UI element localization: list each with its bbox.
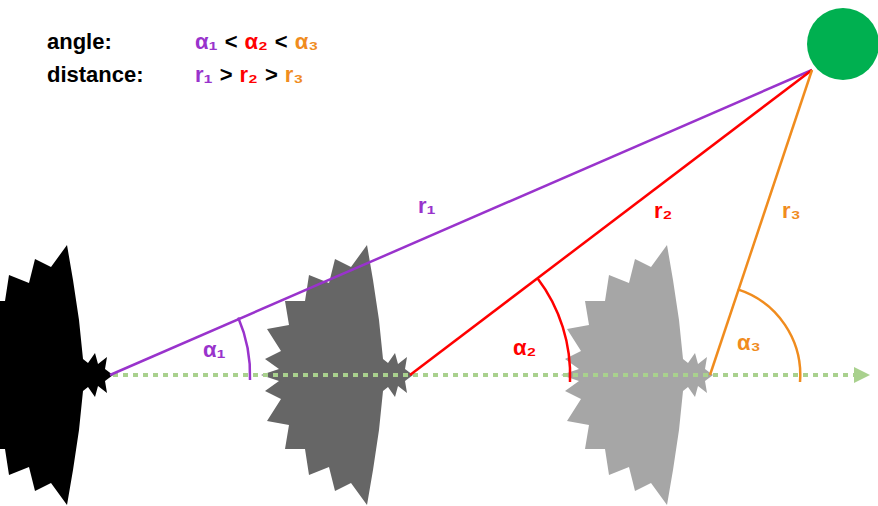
distance-symbol: r₂ [240, 62, 258, 88]
angle-arc [738, 289, 800, 382]
target-object [807, 8, 878, 80]
angle-label: α₃ [737, 330, 761, 356]
comparison-sign: < [225, 29, 238, 55]
distance-symbol: r₁ [195, 62, 213, 88]
distance-label: r₂ [654, 198, 672, 224]
distance-line [110, 70, 812, 375]
legend-term: angle: [47, 29, 112, 55]
angle-label: α₁ [203, 337, 226, 363]
angle-symbol: α₃ [295, 29, 319, 55]
comparison-sign: > [265, 62, 278, 88]
distance-line [710, 70, 812, 375]
distance-symbol: r₃ [285, 62, 304, 88]
angle-arc [238, 318, 250, 380]
comparison-sign: > [220, 62, 233, 88]
distance-label: r₁ [418, 193, 436, 219]
flight-path [113, 373, 862, 377]
angle-symbol: α₁ [195, 29, 218, 55]
comparison-sign: < [275, 29, 288, 55]
distance-label: r₃ [782, 198, 801, 224]
bat-silhouette [0, 245, 113, 505]
distance-line [410, 70, 812, 375]
angle-symbol: α₂ [244, 29, 267, 55]
legend-term: distance: [47, 62, 144, 88]
angle-label: α₂ [513, 335, 536, 361]
angle-arc [537, 278, 570, 382]
